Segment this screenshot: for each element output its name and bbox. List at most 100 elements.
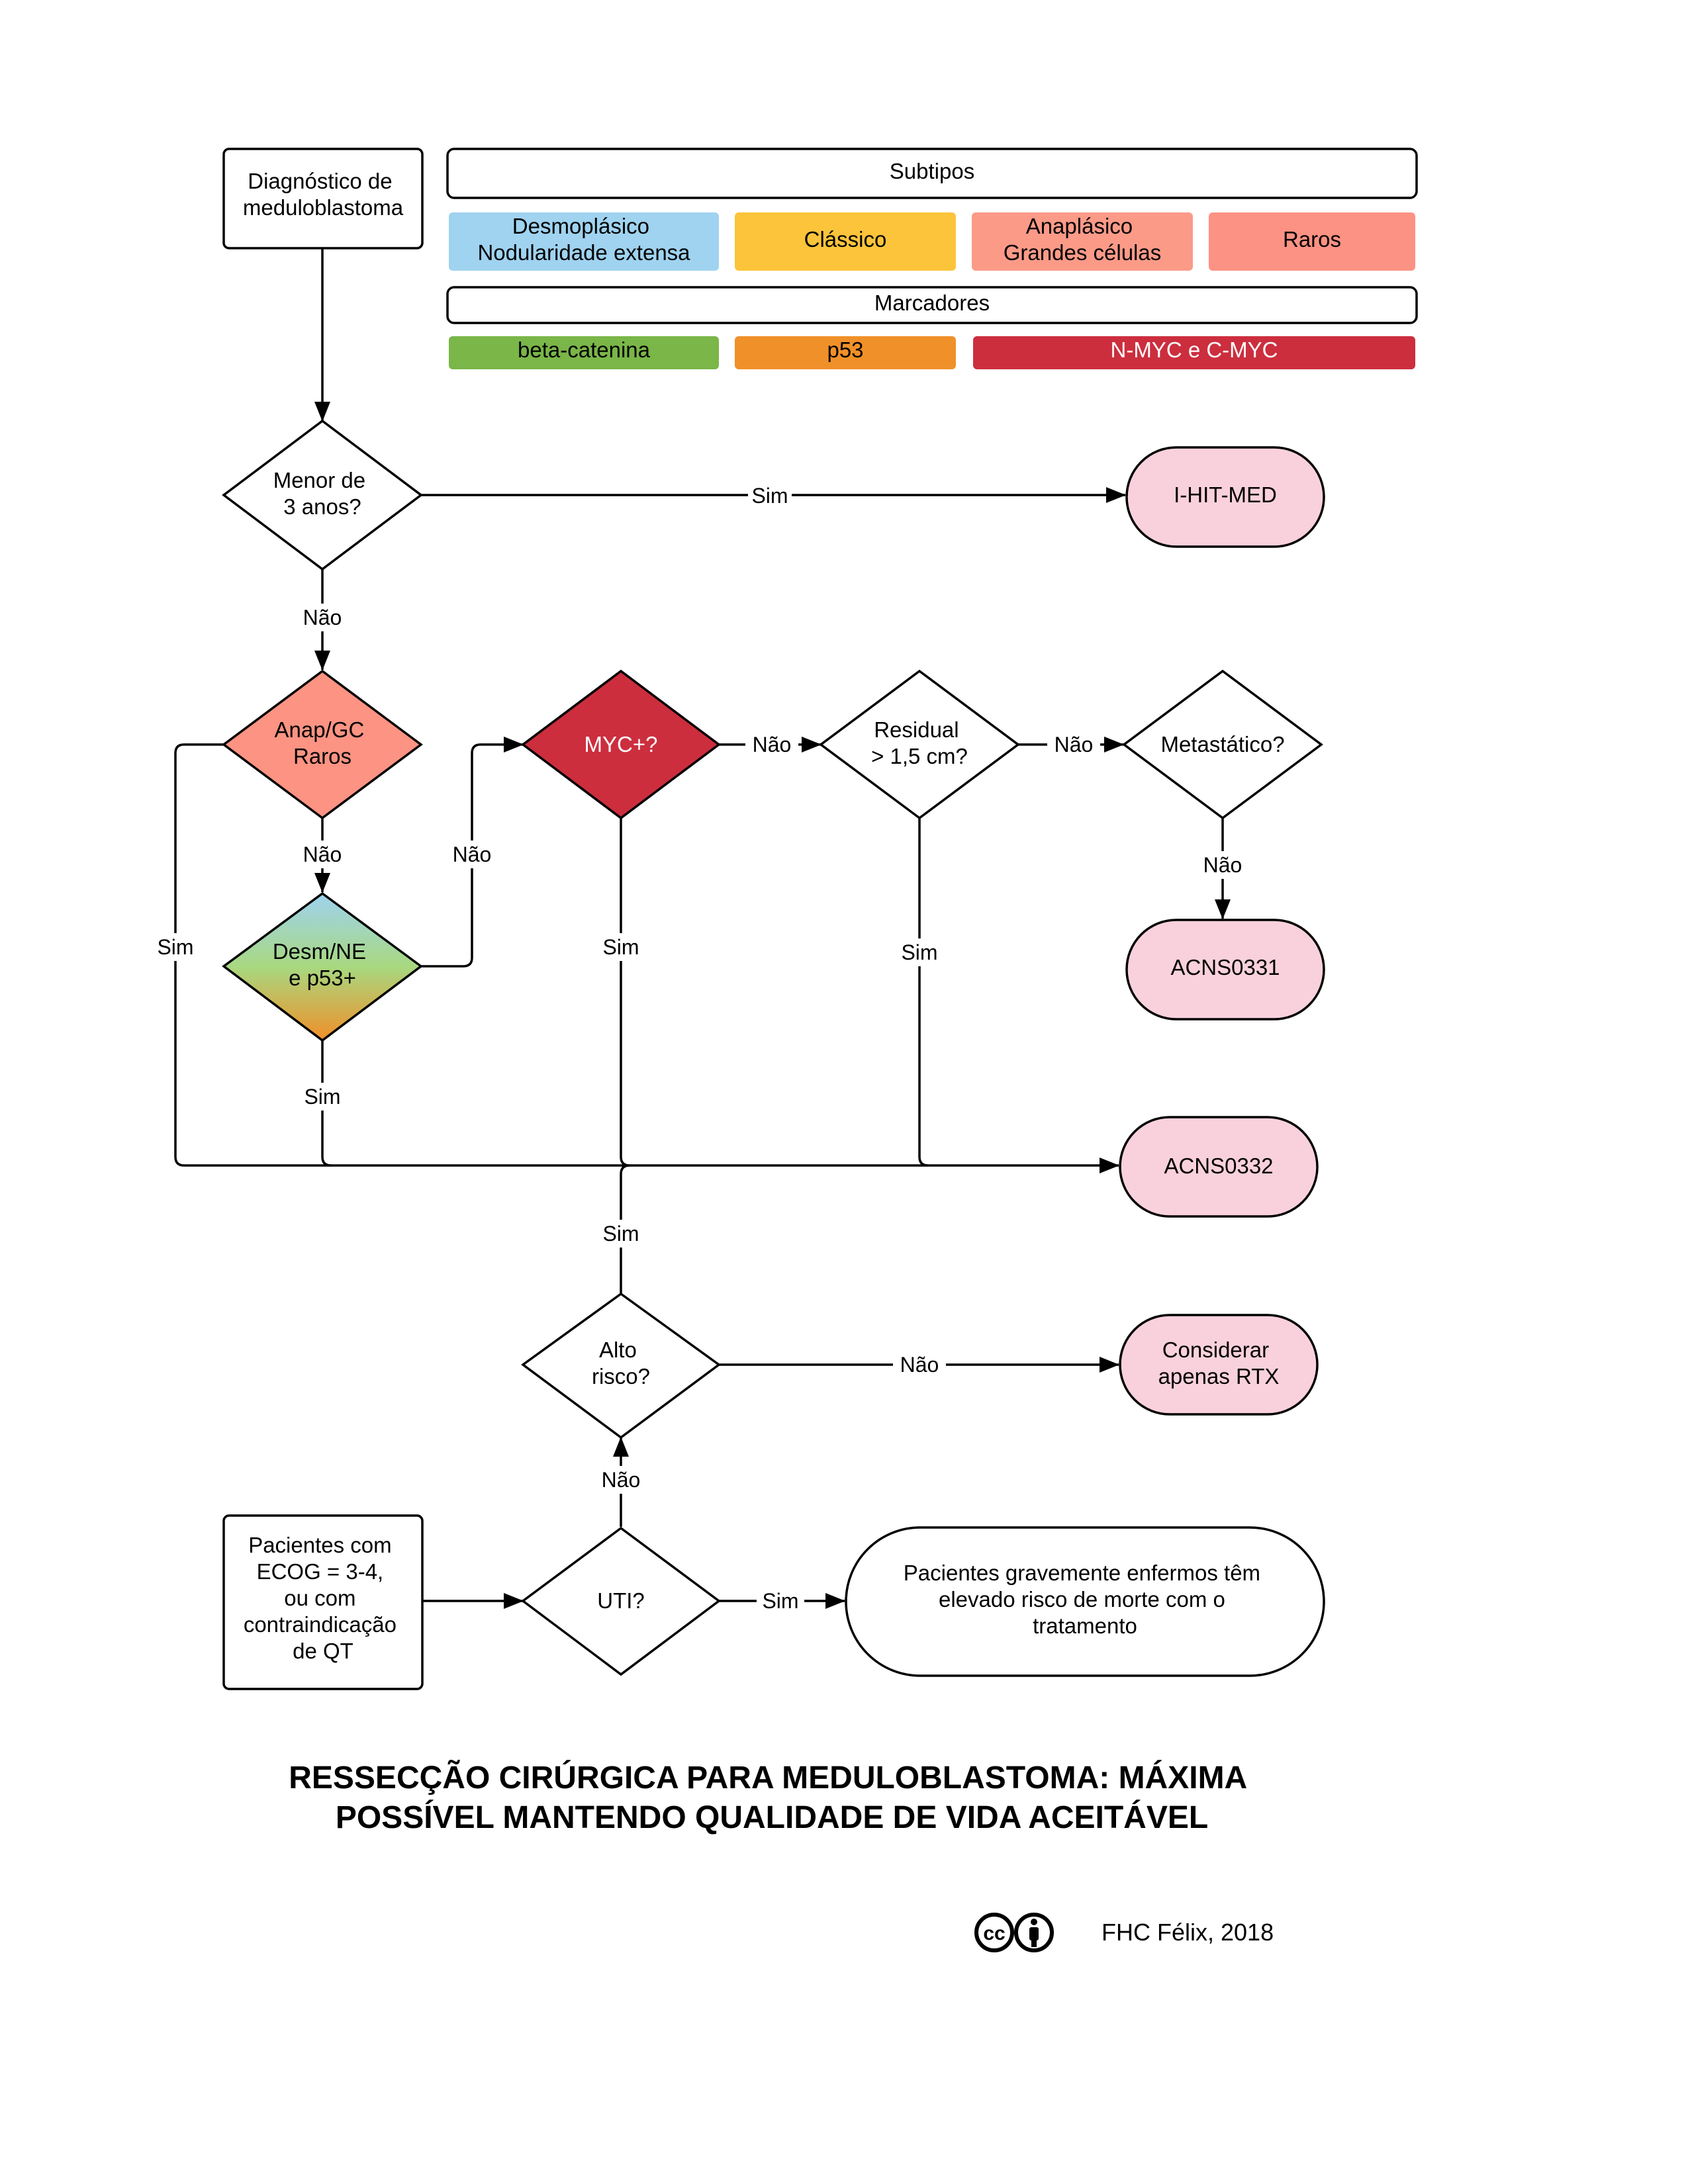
- subtype-anaplastic-line-1: Anaplásico: [1026, 214, 1133, 238]
- label-residual-yes: Sim: [901, 940, 937, 964]
- ihitmed-label: I-HIT-MED: [1174, 482, 1277, 507]
- label-uti-no: Não: [602, 1468, 641, 1492]
- marker-p53-label: p53: [827, 338, 863, 362]
- terminal-acns0332: ACNS0332: [1119, 1116, 1319, 1218]
- highrisk-line-1: Alto: [599, 1338, 637, 1362]
- acns0331-label: ACNS0331: [1170, 955, 1280, 979]
- svg-text:Considerar apenas RTX: Considerar apenas RTX: [1158, 1338, 1280, 1388]
- label-under3-yes: Sim: [751, 484, 788, 508]
- label-under3-no: Não: [303, 606, 342, 629]
- ecog-line-2: ECOG = 3-4,: [257, 1559, 384, 1584]
- residual-line-1: Residual: [874, 717, 959, 742]
- markers-title: Marcadores: [874, 291, 990, 315]
- creative-commons-icon: cc: [974, 1913, 1014, 1952]
- rtx-line-1: Considerar: [1162, 1338, 1269, 1362]
- decision-anaplastic-rare: Anap/GC Raros: [222, 669, 423, 820]
- svg-text:Pacientes com ECOG = 3-4: Pacientes com ECOG = 3-4, ou com contrai…: [244, 1533, 402, 1663]
- edge-myc-yes: [620, 818, 630, 1167]
- diagram-title: RESSECÇÃO CIRÚRGICA PARA MEDULOBLASTOMA:…: [289, 1759, 1246, 1835]
- metastatic-label: Metastático?: [1160, 732, 1284, 756]
- marker-chip-p53: p53: [735, 336, 956, 369]
- ecog-patients-box: Pacientes com ECOG = 3-4, ou com contrai…: [222, 1514, 424, 1690]
- label-metastatic-no: Não: [1203, 853, 1243, 877]
- label-desm-no: Não: [453, 842, 492, 866]
- decision-high-risk: Alto risco?: [521, 1292, 721, 1439]
- svg-text:Menor de 3 anos?: Menor de 3 anos?: [273, 468, 372, 519]
- svg-text:Anaplásico Grandes cél: Anaplásico Grandes células: [1004, 214, 1161, 265]
- marker-chip-beta-catenin: beta-catenina: [449, 336, 719, 369]
- under3-line-2: 3 anos?: [283, 494, 361, 519]
- terminal-i-hit-med: I-HIT-MED: [1125, 446, 1325, 548]
- decision-under-3-years: Menor de 3 anos?: [222, 419, 423, 571]
- subtype-desmoplastic-line-2: Nodularidade extensa: [477, 240, 690, 265]
- label-myc-yes: Sim: [602, 935, 639, 959]
- classification-header: Diagnóstico de meduloblastoma Subtipos D…: [222, 148, 1418, 369]
- ecog-line-1: Pacientes com: [248, 1533, 391, 1557]
- subtype-chip-rare: Raros: [1209, 212, 1415, 271]
- subtype-chip-desmoplastic: Desmoplásico Nodularidade extensa: [449, 212, 719, 271]
- highrisk-line-2: risco?: [592, 1364, 650, 1388]
- diagnosis-box: [222, 148, 424, 250]
- decision-residual: Residual > 1,5 cm?: [819, 669, 1020, 820]
- residual-line-2: > 1,5 cm?: [871, 744, 968, 768]
- label-residual-no: Não: [1055, 733, 1094, 756]
- ecog-line-5: de QT: [293, 1639, 353, 1663]
- diagnosis-line-1: Diagnóstico de: [248, 169, 392, 193]
- diagnosis-line-2: meduloblastoma: [243, 195, 404, 220]
- acns0332-label: ACNS0332: [1164, 1154, 1273, 1178]
- label-anap-no: Não: [303, 842, 342, 866]
- svg-text:Desm/NE e p53+: Desm/NE e p53+: [273, 939, 372, 990]
- label-highrisk-yes: Sim: [602, 1222, 639, 1246]
- subtype-classic-label: Clássico: [804, 227, 887, 251]
- anap-line-1: Anap/GC: [275, 717, 365, 742]
- title-line-1: RESSECÇÃO CIRÚRGICA PARA MEDULOBLASTOMA:…: [289, 1759, 1246, 1796]
- severe-line-1: Pacientes gravemente enfermos têm: [904, 1561, 1260, 1585]
- svg-text:Residual > 1,5 cm?: Residual > 1,5 cm?: [871, 717, 968, 768]
- edge-residual-yes: [918, 818, 929, 1167]
- myc-label: MYC+?: [585, 732, 658, 756]
- subtype-desmoplastic-line-1: Desmoplásico: [512, 214, 649, 238]
- label-myc-no: Não: [753, 733, 792, 756]
- svg-text:Alto risco?: Alto risco?: [592, 1338, 650, 1388]
- desm-line-1: Desm/NE: [273, 939, 366, 964]
- svg-text:Anap/GC Raros: Anap/GC Raros: [275, 717, 371, 768]
- ecog-line-3: ou com: [284, 1586, 355, 1610]
- subtype-chip-anaplastic: Anaplásico Grandes células: [972, 212, 1193, 271]
- label-highrisk-no: Não: [900, 1353, 939, 1377]
- title-line-2: POSSÍVEL MANTENDO QUALIDADE DE VIDA ACEI…: [336, 1799, 1208, 1835]
- label-uti-yes: Sim: [762, 1589, 798, 1613]
- rtx-line-2: apenas RTX: [1158, 1364, 1280, 1388]
- cc-text: cc: [983, 1923, 1005, 1944]
- ecog-line-4: contraindicação: [244, 1612, 397, 1637]
- marker-chip-myc: N-MYC e C-MYC: [973, 336, 1415, 369]
- edge-desm-yes: [321, 1040, 332, 1167]
- edge-highrisk-yes: [620, 1164, 630, 1294]
- decision-uti: UTI?: [521, 1526, 721, 1676]
- subtypes-title: Subtipos: [890, 159, 974, 183]
- subtype-chip-classic: Clássico: [735, 212, 956, 271]
- svg-text:Desmoplásico Nodularid: Desmoplásico Nodularidade extensa: [477, 214, 690, 265]
- terminal-consider-rtx: Considerar apenas RTX: [1119, 1314, 1319, 1416]
- subtypes-title-box: [446, 148, 1418, 199]
- anap-line-2: Raros: [293, 744, 352, 768]
- desm-line-2: e p53+: [289, 966, 356, 990]
- marker-beta-catenin-label: beta-catenina: [518, 338, 651, 362]
- severe-line-3: tratamento: [1033, 1614, 1137, 1638]
- attribution-icon: [1014, 1913, 1054, 1952]
- severe-line-2: elevado risco de morte com o: [939, 1587, 1225, 1612]
- decision-myc-positive: MYC+?: [521, 669, 721, 820]
- decision-metastatic: Metastático?: [1122, 669, 1323, 820]
- svg-text:Diagnóstico de medulobla: Diagnóstico de meduloblastoma: [243, 169, 404, 220]
- decision-desmoplastic-p53: Desm/NE e p53+: [222, 891, 423, 1042]
- author-credit: FHC Félix, 2018: [1102, 1919, 1274, 1946]
- markers-title-box: [446, 286, 1418, 324]
- uti-label: UTI?: [597, 1588, 645, 1613]
- label-desm-yes: Sim: [304, 1085, 340, 1109]
- terminal-acns0331: ACNS0331: [1125, 919, 1325, 1021]
- subtype-anaplastic-line-2: Grandes células: [1004, 240, 1161, 265]
- under3-line-1: Menor de: [273, 468, 365, 492]
- subtype-rare-label: Raros: [1283, 227, 1341, 251]
- svg-text:Pacientes gravemente enfermos: Pacientes gravemente enfermos têm elevad…: [904, 1561, 1266, 1638]
- marker-myc-label: N-MYC e C-MYC: [1111, 338, 1278, 362]
